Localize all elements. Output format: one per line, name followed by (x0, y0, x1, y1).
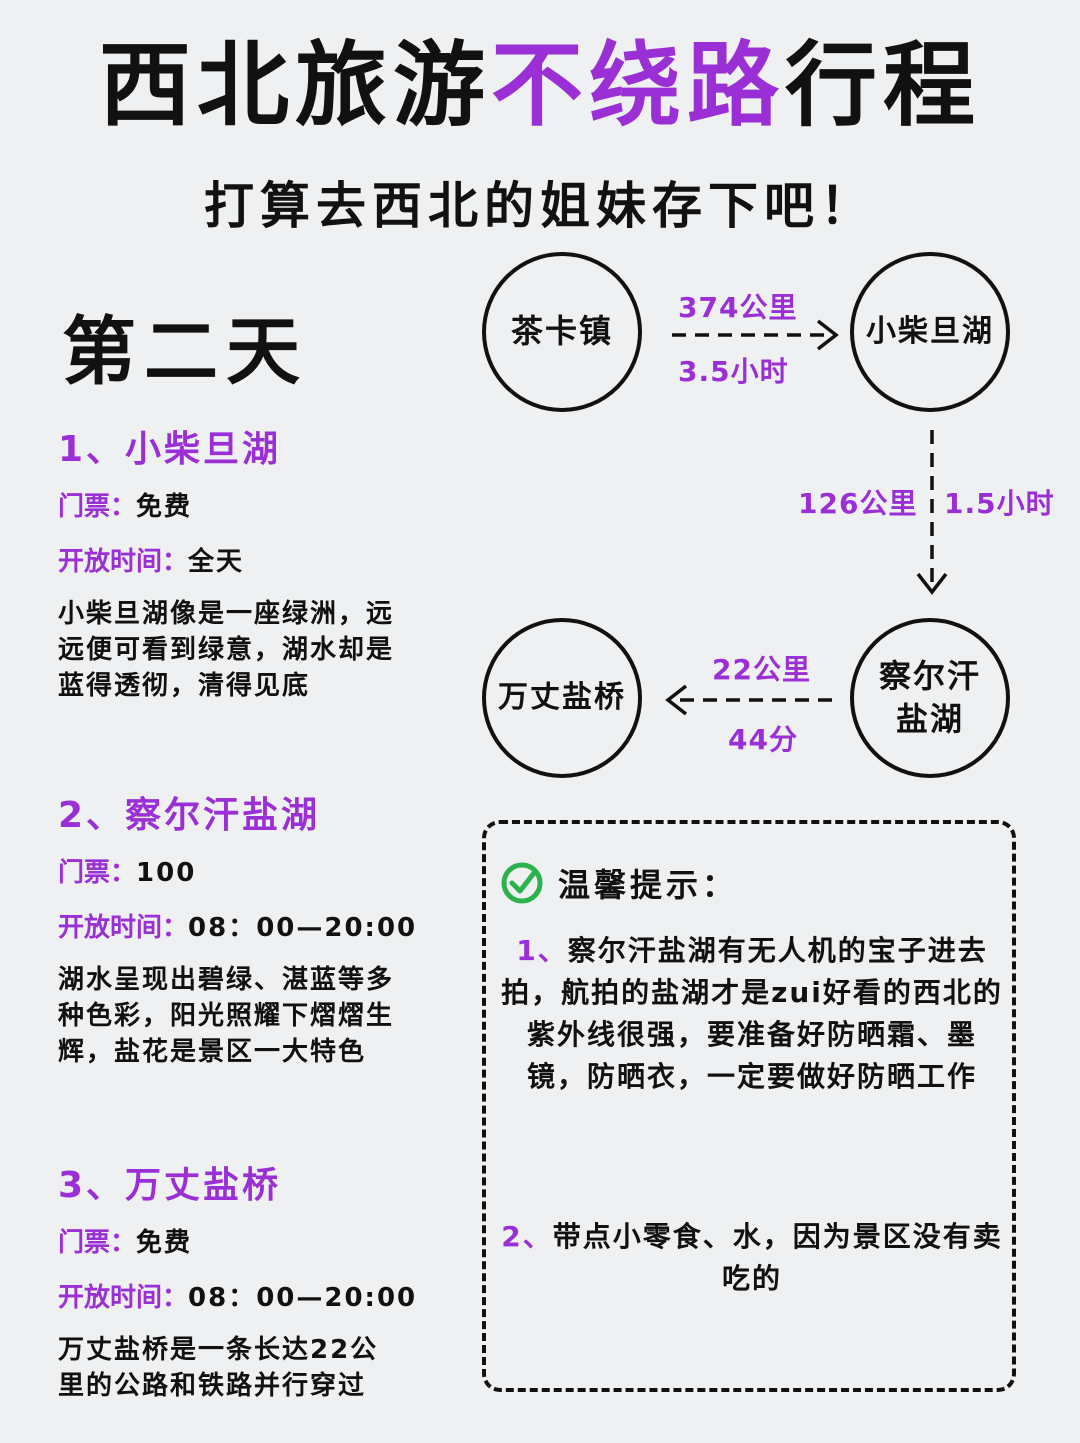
arrowhead-down-icon (916, 572, 948, 595)
title-accent: 不绕路 (490, 32, 785, 139)
ticket-label: 门票： (58, 1228, 137, 1258)
route-arrows (665, 319, 948, 716)
route-node-xiaochaidan: 小柴旦湖 (850, 252, 1010, 412)
ticket-value: 100 (136, 858, 197, 888)
tips-box: 温馨提示： 1、察尔汗盐湖有无人机的宝子进去拍，航拍的盐湖才是zui好看的西北的… (482, 820, 1016, 1392)
hours-row: 开放时间：全天 (58, 541, 448, 578)
arrowhead-left-icon (665, 684, 688, 716)
route-node-wanzhang: 万丈盐桥 (482, 618, 642, 778)
hours-value: 08：00—20:00 (188, 1283, 418, 1313)
leg-2-distance: 126公里 (798, 487, 918, 520)
tips-title: 温馨提示： (558, 866, 739, 904)
spot-description: 小柴旦湖像是一座绿洲，远远便可看到绿意，湖水却是蓝得透彻，清得见底 (58, 599, 395, 701)
check-circle-icon (501, 862, 543, 904)
spot-card: 3、万丈盐桥 门票：免费 开放时间：08：00—20:00 万丈盐桥是一条长达2… (58, 1156, 448, 1404)
leg-1-time: 3.5小时 (678, 355, 789, 388)
hours-label: 开放时间： (58, 913, 189, 943)
route-node-chaerhan: 察尔汗盐湖 (850, 618, 1010, 778)
hours-label: 开放时间： (58, 547, 189, 577)
tip-item: 1、察尔汗盐湖有无人机的宝子进去拍，航拍的盐湖才是zui好看的西北的紫外线很强，… (498, 930, 1006, 1098)
spot-name: 3、万丈盐桥 (58, 1165, 282, 1206)
leg-3-distance: 22公里 (712, 653, 811, 686)
spot-card: 2、察尔汗盐湖 门票：100 开放时间：08：00—20:00 湖水呈现出碧绿、… (58, 786, 448, 1070)
day-title: 第二天 (62, 309, 308, 395)
spot-description: 湖水呈现出碧绿、湛蓝等多种色彩，阳光照耀下熠熠生辉，盐花是景区一大特色 (58, 965, 395, 1067)
leg-3-time: 44分 (728, 723, 798, 756)
hours-value: 全天 (188, 547, 245, 577)
ticket-row: 门票：免费 (58, 1222, 448, 1259)
title-part2: 行程 (785, 32, 982, 139)
spot-name: 2、察尔汗盐湖 (58, 795, 321, 836)
ticket-row: 门票：免费 (58, 486, 448, 523)
title-part1: 西北旅游 (98, 32, 491, 139)
route-node-chaka: 茶卡镇 (482, 252, 642, 412)
ticket-label: 门票： (58, 492, 137, 522)
tip-number: 1、 (516, 934, 568, 967)
tip-text: 察尔汗盐湖有无人机的宝子进去拍，航拍的盐湖才是zui好看的西北的紫外线很强，要准… (501, 934, 1003, 1093)
ticket-label: 门票： (58, 858, 137, 888)
ticket-row: 门票：100 (58, 852, 448, 889)
ticket-value: 免费 (136, 1228, 193, 1258)
leg-2-time: 1.5小时 (944, 487, 1055, 520)
tip-text: 带点小零食、水，因为景区没有卖吃的 (552, 1220, 1003, 1295)
spot-card: 1、小柴旦湖 门票：免费 开放时间：全天 小柴旦湖像是一座绿洲，远远便可看到绿意… (58, 420, 448, 704)
tip-item: 2、带点小零食、水，因为景区没有卖吃的 (498, 1216, 1006, 1300)
hours-row: 开放时间：08：00—20:00 (58, 1277, 448, 1314)
hours-row: 开放时间：08：00—20:00 (58, 907, 448, 944)
ticket-value: 免费 (136, 492, 193, 522)
hours-label: 开放时间： (58, 1283, 189, 1313)
tips-header: 温馨提示： (500, 860, 738, 906)
leg-1-distance: 374公里 (678, 291, 798, 324)
hours-value: 08：00—20:00 (188, 913, 418, 943)
spot-name: 1、小柴旦湖 (58, 429, 282, 470)
spot-description: 万丈盐桥是一条长达22公里的公路和铁路并行穿过 (58, 1335, 379, 1401)
tip-number: 2、 (501, 1220, 553, 1253)
page-title: 西北旅游不绕路行程 (0, 40, 1080, 132)
page-subtitle: 打算去西北的姐妹存下吧！ (204, 177, 876, 235)
arrowhead-right-icon (816, 319, 839, 351)
